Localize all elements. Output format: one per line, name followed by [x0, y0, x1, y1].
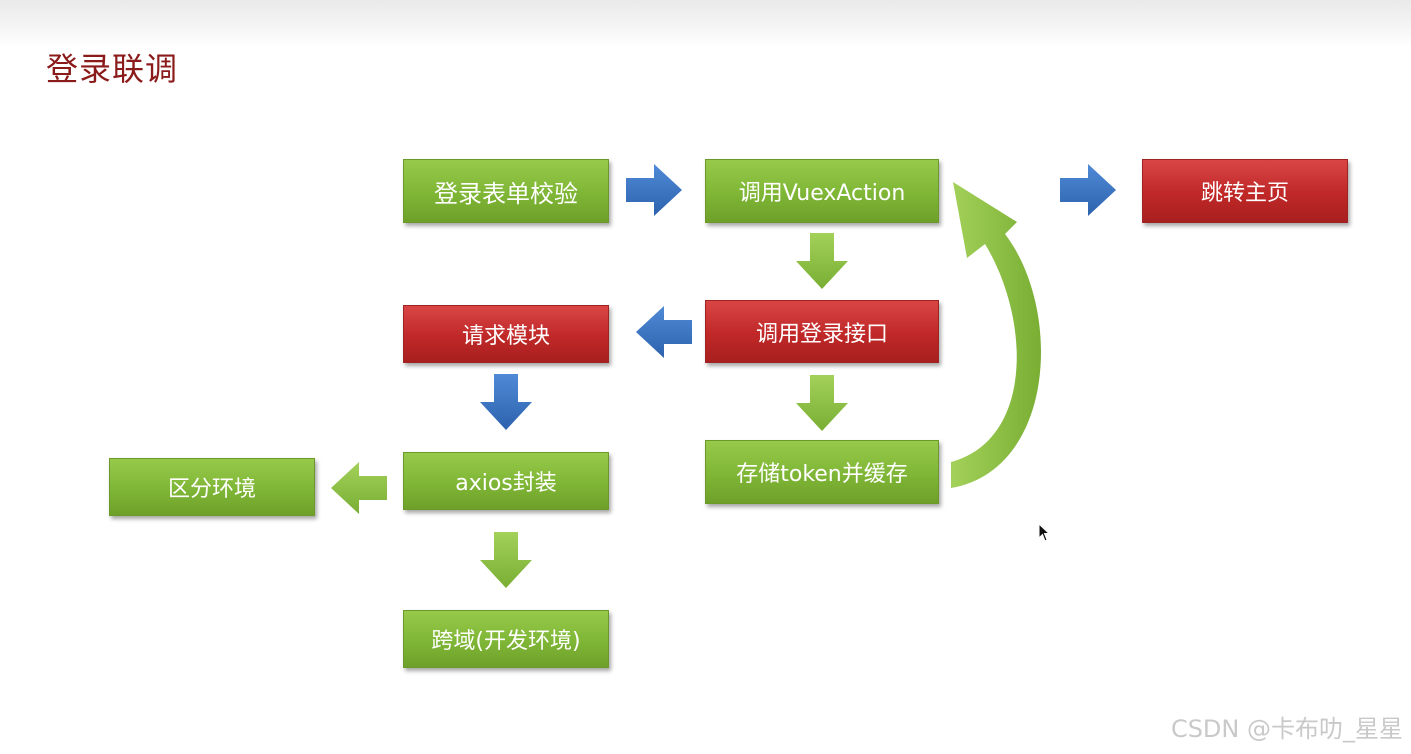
- arrow-left-blue: [636, 306, 692, 358]
- node-request-module: 请求模块: [403, 305, 609, 363]
- mouse-cursor-icon: [1038, 523, 1051, 542]
- node-call-login-api: 调用登录接口: [705, 300, 939, 363]
- arrow-left-green: [331, 462, 387, 514]
- node-store-token: 存储token并缓存: [705, 440, 939, 504]
- page-title: 登录联调: [46, 50, 179, 88]
- arrow-down-green-3: [480, 532, 532, 588]
- node-axios-wrap: axios封装: [403, 452, 609, 510]
- watermark: CSDN @卡布叻_星星: [1170, 715, 1403, 743]
- node-login-validate: 登录表单校验: [403, 159, 609, 223]
- arrow-down-green-2: [796, 375, 848, 431]
- arrow-right-blue-2: [1060, 164, 1116, 216]
- top-gradient-bar: [0, 0, 1411, 48]
- node-cross-domain: 跨域(开发环境): [403, 610, 609, 668]
- node-goto-home: 跳转主页: [1142, 159, 1348, 223]
- arrow-right-blue-1: [626, 164, 682, 216]
- node-call-vuex-action: 调用VuexAction: [705, 159, 939, 223]
- arrow-curved-green: [951, 182, 1042, 488]
- arrow-down-green-1: [796, 233, 848, 289]
- node-split-env: 区分环境: [109, 458, 315, 516]
- arrow-down-blue: [480, 374, 532, 430]
